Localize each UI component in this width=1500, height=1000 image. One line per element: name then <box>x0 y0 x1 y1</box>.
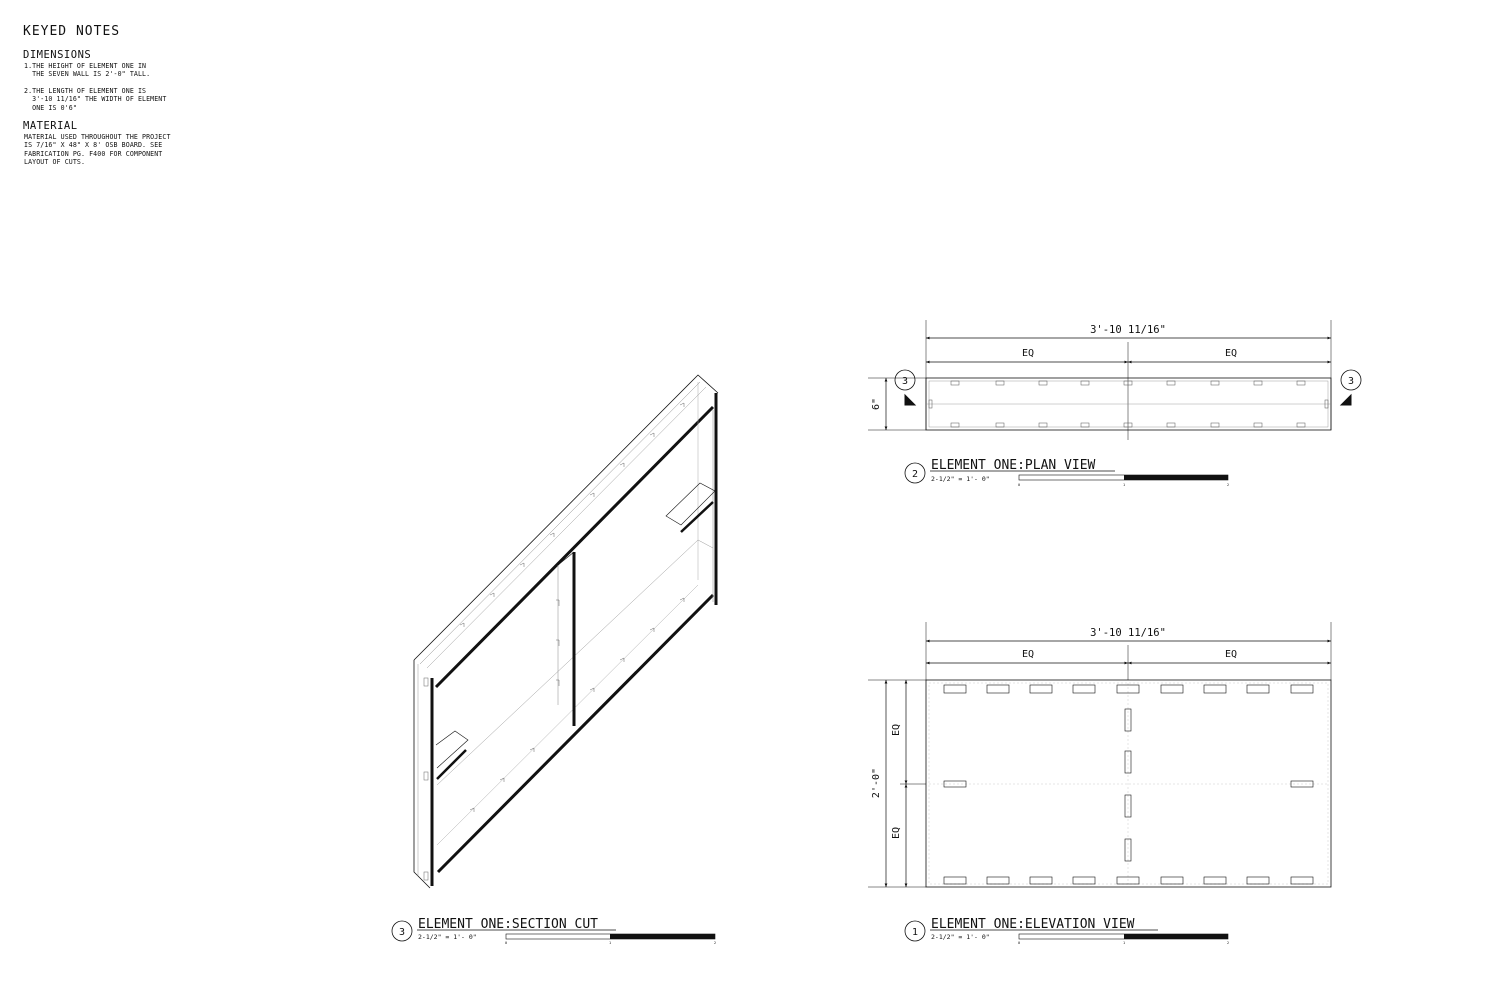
dimension-note-1: 1.THE HEIGHT OF ELEMENT ONE IN THE SEVEN… <box>24 62 151 79</box>
keyed-notes-title: KEYED NOTES <box>23 23 121 40</box>
plan-view-drawing <box>868 320 1362 484</box>
section-bar-tick-0: 0 <box>505 941 507 945</box>
section-marker-right-label: 3 <box>1348 376 1354 387</box>
plan-joint-marks <box>928 380 1329 428</box>
plan-overall-dim: 3'-10 11/16" <box>1090 324 1166 336</box>
elevation-overall-dim: 3'-10 11/16" <box>1090 627 1166 639</box>
elevation-view-number-circle <box>904 920 926 942</box>
elevation-eq-bottom: EQ <box>891 827 902 839</box>
elevation-bar-tick-0: 0 <box>1018 941 1020 945</box>
plan-bar-tick-2: 2 <box>1227 483 1229 487</box>
plan-bar-tick-0: 0 <box>1018 483 1020 487</box>
plan-view-labels: 3'-10 11/16" EQ EQ 6" 3 3 2 ELEMENT ONE:… <box>871 324 1354 487</box>
iso-joint-marks <box>423 402 685 881</box>
section-cut-title: ELEMENT ONE:SECTION CUT <box>418 917 598 932</box>
elevation-eq-right: EQ <box>1225 649 1237 660</box>
keyed-notes-panel: KEYED NOTES DIMENSIONS 1.THE HEIGHT OF E… <box>23 24 223 175</box>
elevation-bar-tick-2: 2 <box>1227 941 1229 945</box>
material-heading: MATERIAL <box>23 120 78 133</box>
elevation-view-labels: 3'-10 11/16" EQ EQ EQ EQ 2'-0" 1 ELEMENT… <box>871 627 1237 945</box>
section-marker-left <box>894 369 916 391</box>
material-note: MATERIAL USED THROUGHOUT THE PROJECT IS … <box>24 133 171 167</box>
section-cut-labels: 3 ELEMENT ONE:SECTION CUT 2-1/2" = 1'- 0… <box>399 917 716 945</box>
plan-view-number-circle <box>904 462 926 484</box>
dimensions-heading: DIMENSIONS <box>23 49 92 61</box>
section-bar-tick-2: 2 <box>714 941 716 945</box>
section-marker-right <box>1340 369 1362 391</box>
elevation-slots <box>943 684 1314 885</box>
section-cut-scale: 2-1/2" = 1'- 0" <box>418 933 477 941</box>
plan-view-number: 2 <box>912 469 918 480</box>
section-cut-number-circle <box>391 920 413 942</box>
plan-view-scale: 2-1/2" = 1'- 0" <box>931 475 990 483</box>
section-bar-tick-1: 1 <box>609 941 611 945</box>
elevation-height-dim: 2'-0" <box>871 768 882 798</box>
plan-eq-right: EQ <box>1225 348 1237 359</box>
elevation-view-drawing <box>868 622 1332 942</box>
plan-view-title: ELEMENT ONE:PLAN VIEW <box>931 458 1096 473</box>
elevation-view-title: ELEMENT ONE:ELEVATION VIEW <box>931 917 1135 932</box>
dimension-note-2: 2.THE LENGTH OF ELEMENT ONE IS 3'-10 11/… <box>24 86 167 112</box>
elevation-view-number: 1 <box>912 927 918 938</box>
section-cut-title-block <box>391 920 716 942</box>
elevation-bar-tick-1: 1 <box>1123 941 1125 945</box>
isometric-section-cut-drawing <box>413 374 719 889</box>
elevation-view-scale: 2-1/2" = 1'- 0" <box>931 933 990 941</box>
plan-depth-dim: 6" <box>871 398 882 410</box>
plan-eq-left: EQ <box>1022 348 1034 359</box>
section-cut-number: 3 <box>399 927 405 938</box>
section-marker-left-label: 3 <box>902 376 908 387</box>
elevation-eq-left: EQ <box>1022 649 1034 660</box>
elevation-eq-top: EQ <box>891 724 902 736</box>
plan-bar-tick-1: 1 <box>1123 483 1125 487</box>
